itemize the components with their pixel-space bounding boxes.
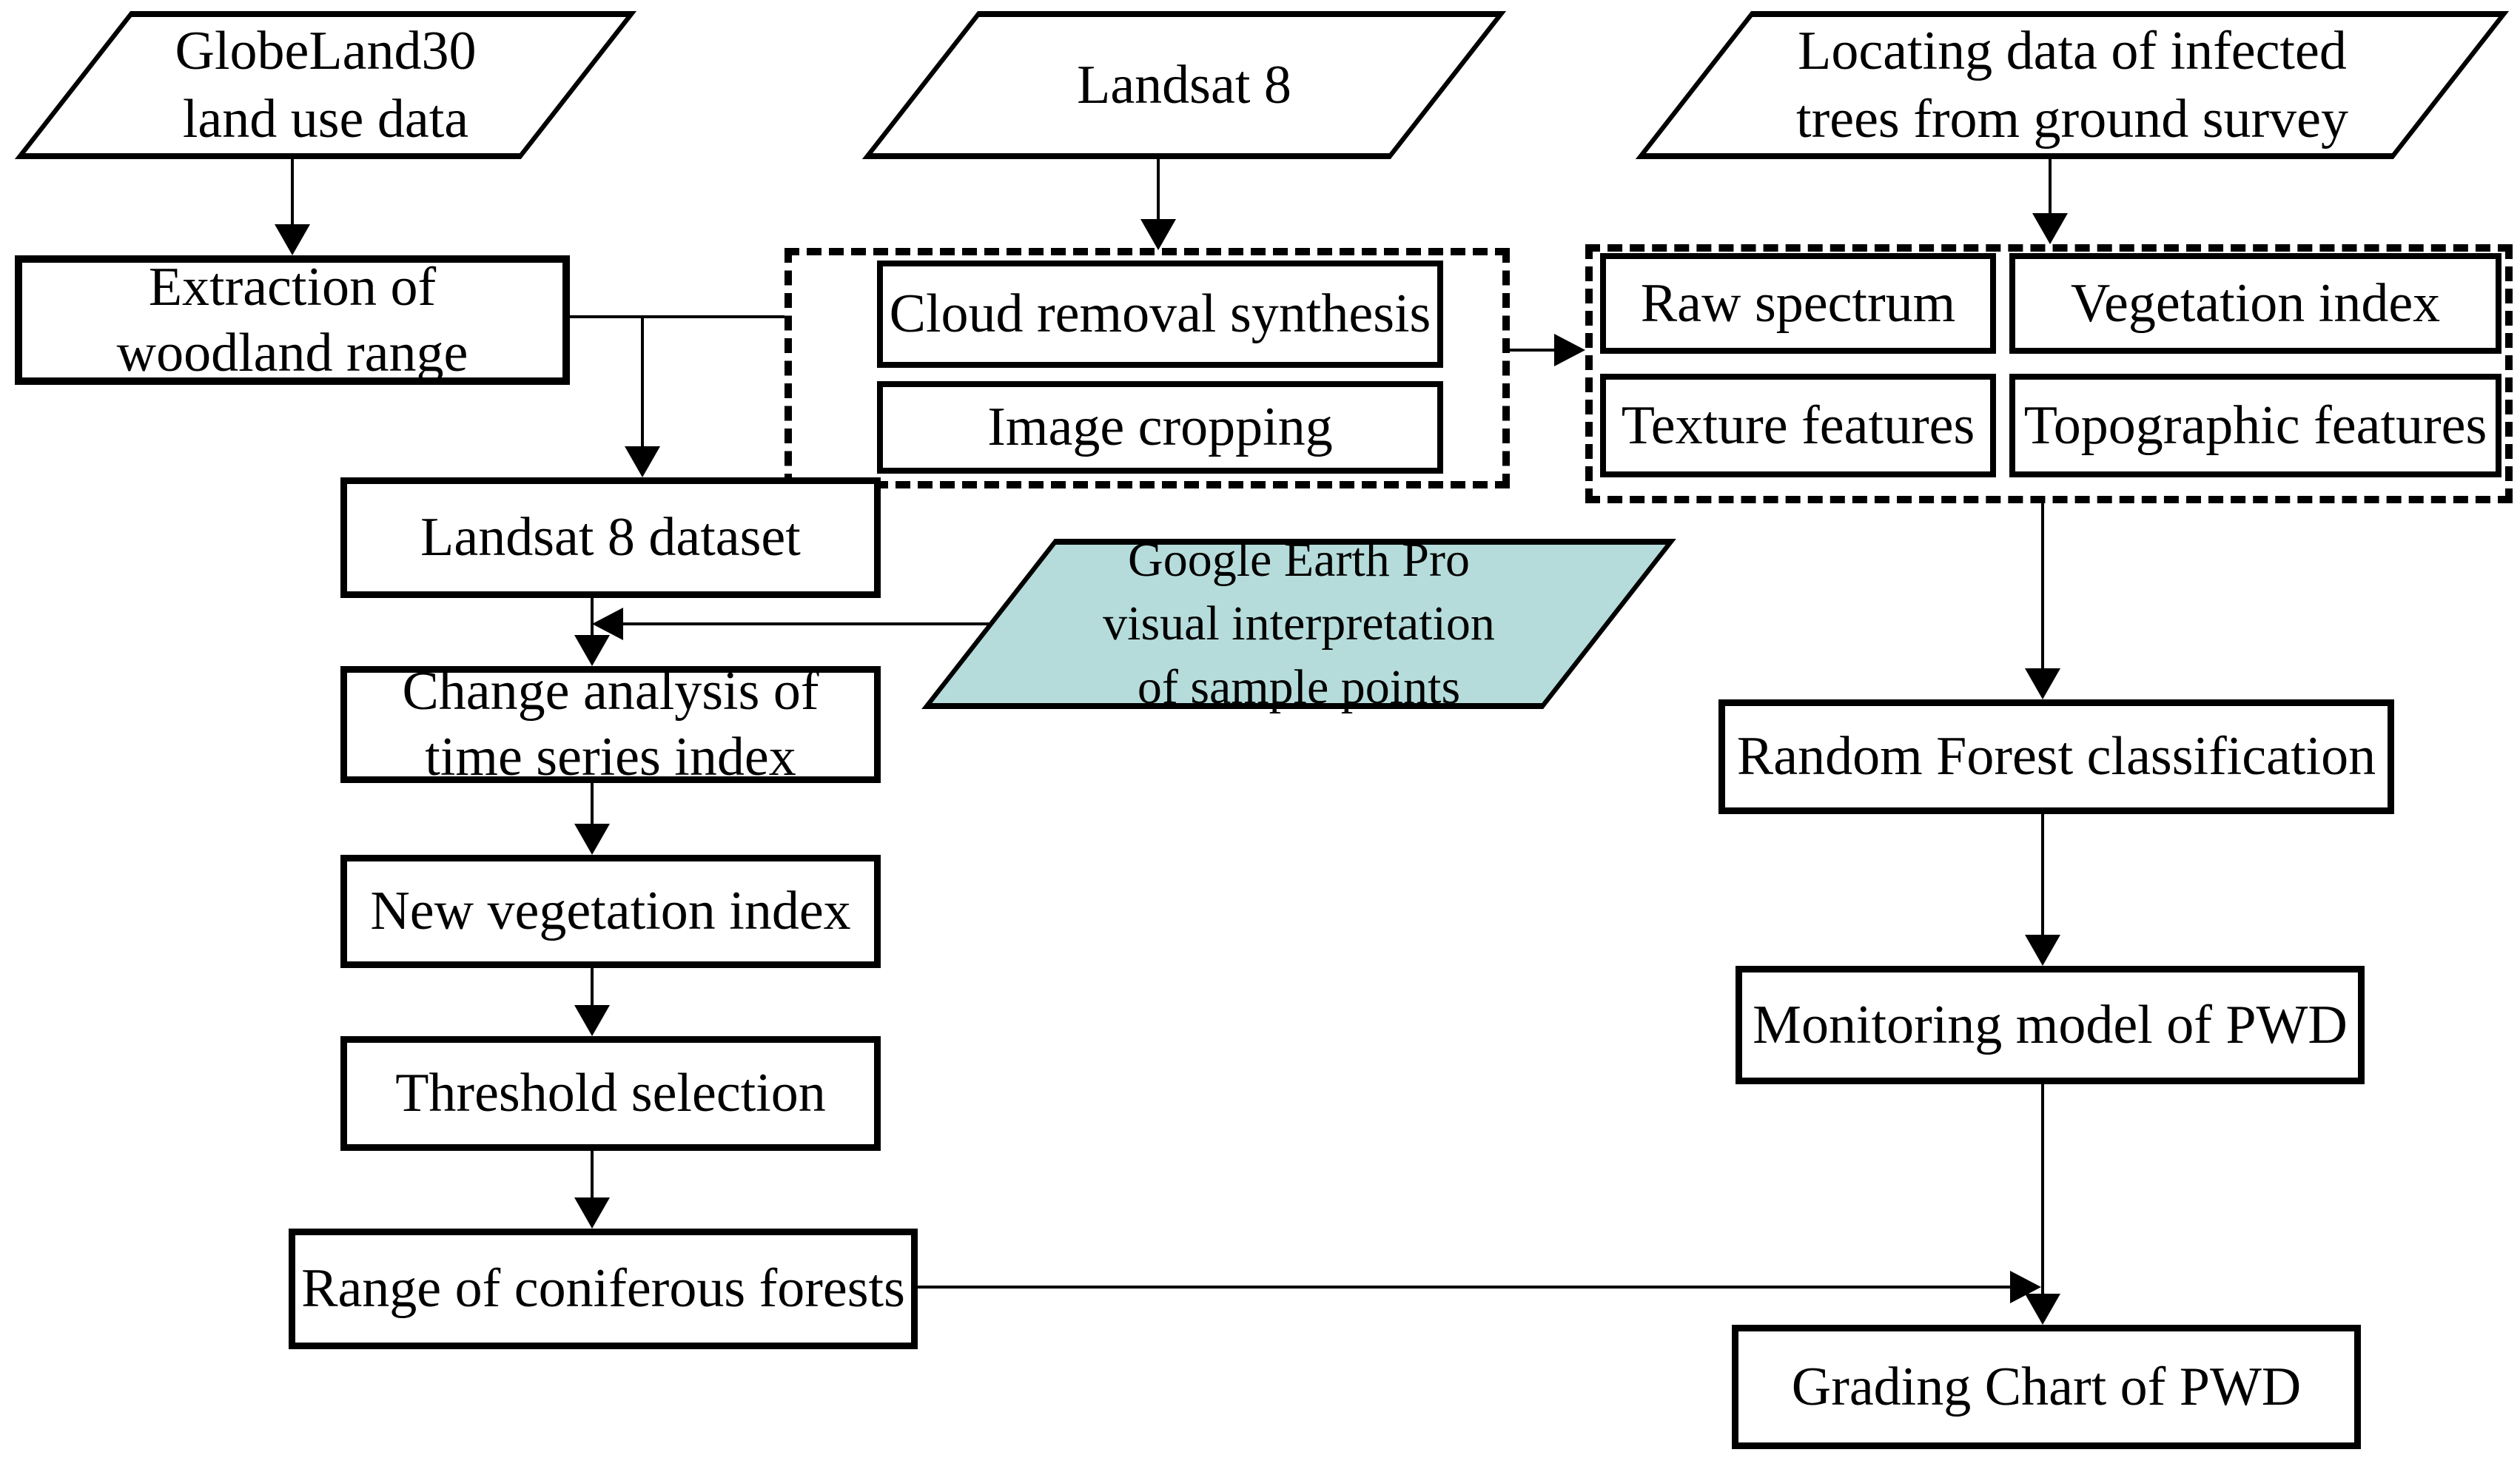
node-monitoring-model-label: Monitoring model of PWD [1753,994,2348,1055]
arrowhead-down [1140,219,1176,250]
node-extraction: Extraction of woodland range [15,255,570,385]
arrowhead-down [625,446,660,477]
node-locating-data-label: Locating data of infected trees from gro… [1796,20,2348,150]
node-raw-spectrum: Raw spectrum [1600,253,1996,354]
arrowhead-right [2010,1271,2041,1303]
connector-coniferous-grading [918,1286,2010,1289]
node-cloud-removal: Cloud removal synthesis [877,261,1443,368]
arrowhead-down [2025,668,2060,699]
arrowhead-down [574,1005,610,1036]
connector-newindex-threshold [591,968,594,1007]
node-raw-spectrum-label: Raw spectrum [1640,272,1956,334]
preprocessing-group [784,248,1510,488]
node-globeland30: GlobeLand30 land use data [14,11,637,159]
arrowhead-right [1554,334,1585,366]
node-cloud-removal-label: Cloud removal synthesis [889,283,1431,345]
node-coniferous-range: Range of coniferous forests [289,1229,918,1349]
node-landsat8-label: Landsat 8 [1077,54,1291,115]
node-monitoring-model: Monitoring model of PWD [1736,966,2365,1084]
connector-features-randomforest [2041,503,2044,670]
arrowhead-down [2025,935,2060,966]
node-threshold-selection: Threshold selection [340,1036,881,1151]
node-threshold-selection-label: Threshold selection [395,1063,826,1124]
node-extraction-label: Extraction of woodland range [116,256,468,383]
node-coniferous-range-label: Range of coniferous forests [301,1258,905,1320]
arrowhead-down [2032,213,2068,244]
node-change-analysis: Change analysis of time series index [340,661,881,787]
arrowhead-left [592,608,623,640]
features-group [1585,244,2513,503]
node-new-vegetation-index-label: New vegetation index [370,881,851,942]
connector-branch-landsat-dataset [641,315,644,448]
connector-change-newindex [591,783,594,825]
node-google-earth-label: Google Earth Pro visual interpretation o… [1103,533,1495,714]
arrowhead-down [574,635,610,666]
node-grading-chart-label: Grading Chart of PWD [1791,1356,2302,1417]
connector-google-earth [623,622,990,625]
node-random-forest: Random Forest classification [1718,699,2394,814]
node-topographic-features-label: Topographic features [2023,394,2487,456]
arrowhead-down [275,224,310,255]
connector-globeland-extraction [291,159,294,227]
node-random-forest-label: Random Forest classification [1736,726,2376,787]
node-topographic-features: Topographic features [2009,374,2501,477]
arrowhead-down [574,824,610,855]
connector-locating-features [2049,159,2052,215]
node-landsat-dataset: Landsat 8 dataset [340,477,881,598]
connector-extraction-preprocessing [570,315,784,318]
node-grading-chart: Grading Chart of PWD [1732,1325,2361,1449]
node-vegetation-index: Vegetation index [2009,253,2501,354]
node-landsat-dataset-label: Landsat 8 dataset [420,507,801,568]
connector-preprocessing-features [1510,349,1556,352]
node-globeland30-label: GlobeLand30 land use data [175,20,477,150]
connector-landsat8-preprocessing [1157,159,1160,220]
node-image-cropping: Image cropping [877,381,1443,474]
node-change-analysis-label: Change analysis of time series index [402,661,819,787]
connector-model-grading [2041,1084,2044,1295]
connector-randomforest-model [2041,814,2044,936]
node-locating-data: Locating data of infected trees from gro… [1635,11,2510,159]
node-landsat8: Landsat 8 [861,11,1507,159]
connector-threshold-coniferous [591,1151,594,1199]
node-google-earth: Google Earth Pro visual interpretation o… [921,533,1676,714]
node-texture-features: Texture features [1600,374,1996,477]
node-new-vegetation-index: New vegetation index [340,855,881,968]
arrowhead-down [574,1197,610,1229]
node-vegetation-index-label: Vegetation index [2070,272,2441,334]
node-texture-features-label: Texture features [1621,394,1975,456]
node-image-cropping-label: Image cropping [987,397,1333,458]
